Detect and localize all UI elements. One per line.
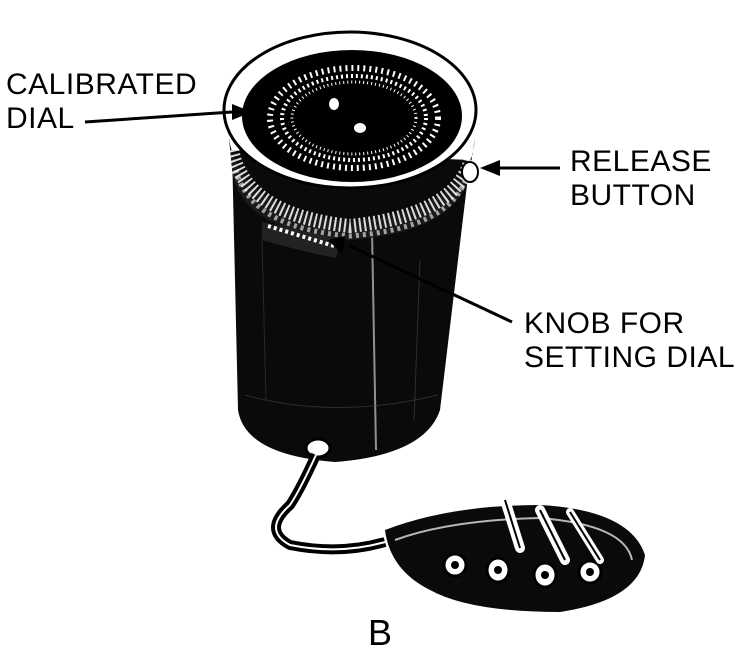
label-release-button-line2: BUTTON	[570, 179, 696, 212]
cable	[271, 437, 387, 555]
terminal-plug	[385, 495, 645, 612]
release-button	[461, 161, 479, 183]
leader-knob	[328, 236, 513, 324]
dial-collar	[225, 128, 479, 240]
terminal-pins	[442, 495, 604, 589]
leader-release-button	[480, 160, 560, 176]
label-calibrated-dial-line2: DIAL	[6, 102, 75, 135]
label-release-button-line1: RELEASE	[570, 145, 712, 178]
label-knob-for-setting-dial: KNOB FOR SETTING DIAL	[524, 307, 735, 375]
label-knob-line1: KNOB FOR	[524, 307, 685, 340]
label-calibrated-dial-line1: CALIBRATED	[6, 68, 198, 101]
figure-letter: B	[368, 612, 393, 653]
leader-calibrated-dial	[84, 104, 252, 124]
label-release-button: RELEASE BUTTON	[570, 145, 712, 213]
calibrated-dial-face	[267, 65, 441, 171]
setting-knob	[262, 222, 340, 258]
label-knob-line2: SETTING DIAL	[524, 341, 736, 374]
label-calibrated-dial: CALIBRATED DIAL	[6, 68, 197, 136]
